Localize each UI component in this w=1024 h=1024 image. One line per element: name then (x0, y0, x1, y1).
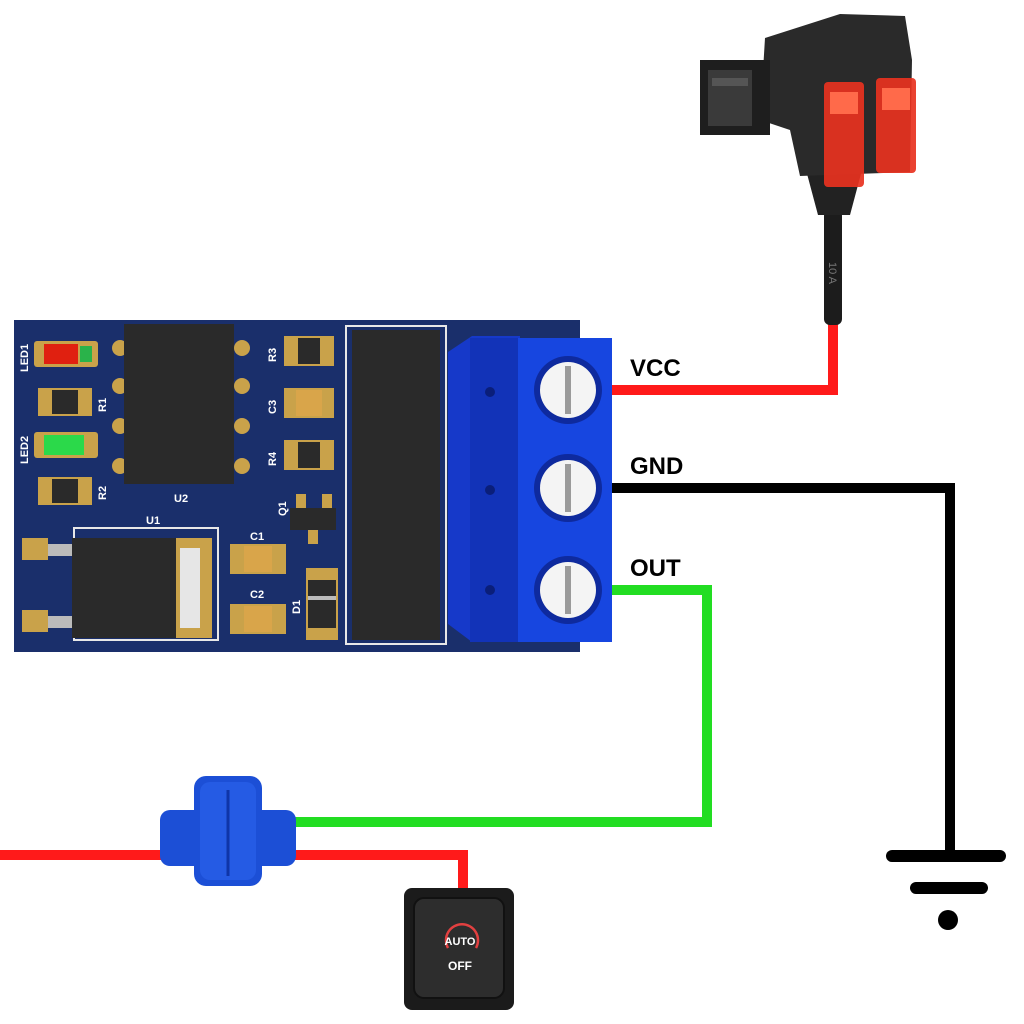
c1: C1 (230, 531, 286, 574)
switch-off-text: OFF (448, 959, 472, 973)
auto-off-icon (444, 923, 480, 949)
u2-chip: U2 (112, 324, 250, 505)
u1-regulator: U1 (22, 515, 212, 638)
tap-connector (160, 776, 296, 886)
led2-silk: LED2 (19, 436, 31, 464)
r2: R2 (38, 477, 109, 505)
d1-silk: D1 (291, 600, 303, 614)
r1: R1 (38, 388, 109, 416)
out-label: OUT (630, 555, 681, 582)
u1-silk: U1 (146, 515, 160, 527)
r3-silk: R3 (267, 348, 279, 362)
auto-off-switch: AUTO OFF (404, 888, 514, 1010)
r4-silk: R4 (267, 451, 279, 466)
switch-auto-text: AUTO (445, 936, 476, 948)
gnd-label: GND (630, 453, 683, 480)
gnd-wire (612, 483, 955, 856)
d1: D1 (291, 568, 338, 640)
r1-silk: R1 (97, 398, 109, 412)
out-wire (290, 585, 712, 827)
fuse-tap: 10 A (700, 14, 916, 325)
switch-wire (290, 850, 468, 895)
c2: C2 (230, 589, 286, 634)
r4: R4 (267, 440, 334, 470)
c2-silk: C2 (250, 589, 264, 601)
vcc-wire (612, 320, 838, 395)
screw-out (534, 556, 602, 624)
r2-silk: R2 (97, 486, 109, 500)
relay (352, 330, 440, 640)
screw-vcc (534, 356, 602, 424)
ground-symbol-icon (886, 850, 1006, 930)
c3-silk: C3 (267, 400, 279, 414)
q1-silk: Q1 (277, 501, 289, 516)
terminal-block (448, 336, 612, 642)
led1-silk: LED1 (19, 344, 31, 372)
led1: LED1 (19, 341, 98, 372)
u2-silk: U2 (174, 493, 188, 505)
led2: LED2 (19, 432, 98, 464)
screw-gnd (534, 454, 602, 522)
fuse-tap-rating: 10 A (826, 262, 838, 285)
c3: C3 (267, 388, 334, 418)
c1-silk: C1 (250, 531, 264, 543)
vcc-label: VCC (630, 355, 681, 382)
r3: R3 (267, 336, 334, 366)
fuse-icon (824, 78, 916, 187)
q1: Q1 (277, 494, 336, 544)
